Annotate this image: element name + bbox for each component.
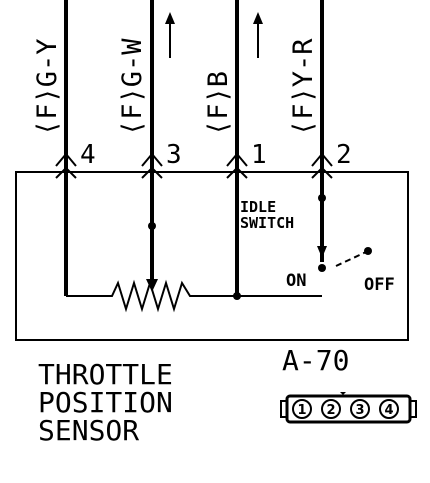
- wire-label-y-r: ⟨F⟩Y-R: [288, 38, 319, 136]
- pin-number-3: 3: [166, 140, 182, 170]
- flow-arrow-g-w: [165, 12, 175, 58]
- wiper-arrow-icon: [146, 279, 158, 292]
- idle-switch-label-line2: SWITCH: [240, 214, 294, 232]
- connector-pin-2: [321, 399, 341, 419]
- component-name-line1: THROTTLE: [38, 358, 173, 391]
- wire-label-b: ⟨F⟩B: [203, 71, 234, 136]
- terminal-3-icon: [141, 152, 163, 179]
- connector-pin-label-2: 2: [326, 403, 335, 418]
- terminal-2-icon: [311, 152, 333, 179]
- resistor-icon: [66, 279, 322, 313]
- switch-arrow-icon: [317, 228, 327, 258]
- switch-off-contact: [364, 247, 372, 255]
- terminal-1-icon: [226, 152, 248, 179]
- connector-pins: 1 2 3 4: [292, 399, 399, 419]
- component-name-line2: POSITION: [38, 386, 173, 419]
- junction-dot-bus: [233, 292, 241, 300]
- switch-on-contact: [318, 264, 326, 272]
- pin-number-4: 4: [80, 140, 96, 170]
- wire-label-g-w: ⟨F⟩G-W: [117, 38, 148, 136]
- switch-lever: [335, 251, 367, 267]
- junction-dot-wiper: [148, 222, 156, 230]
- pin-number-1: 1: [251, 140, 267, 170]
- pin-number-2: 2: [336, 140, 352, 170]
- connector-pin-4: [379, 399, 399, 419]
- wire-label-g-y: ⟨F⟩G-Y: [32, 38, 63, 136]
- connector-pin-3: [350, 399, 370, 419]
- connector-pin-label-3: 3: [355, 403, 364, 418]
- flow-arrow-b: [253, 12, 263, 58]
- connector-pin-label-1: 1: [297, 403, 306, 418]
- component-outline: [15, 171, 409, 341]
- idle-switch-label-line1: IDLE: [240, 198, 276, 216]
- terminal-4-icon: [55, 152, 77, 179]
- switch-junction-dot: [318, 194, 326, 202]
- switch-on-label: ON: [286, 271, 306, 291]
- connector-face-icon: [280, 392, 417, 424]
- connector-pin-1: [292, 399, 312, 419]
- component-name-line3: SENSOR: [38, 414, 139, 447]
- connector-id: A-70: [282, 344, 349, 377]
- connector-pin-label-4: 4: [384, 403, 393, 418]
- switch-off-label: OFF: [364, 275, 395, 295]
